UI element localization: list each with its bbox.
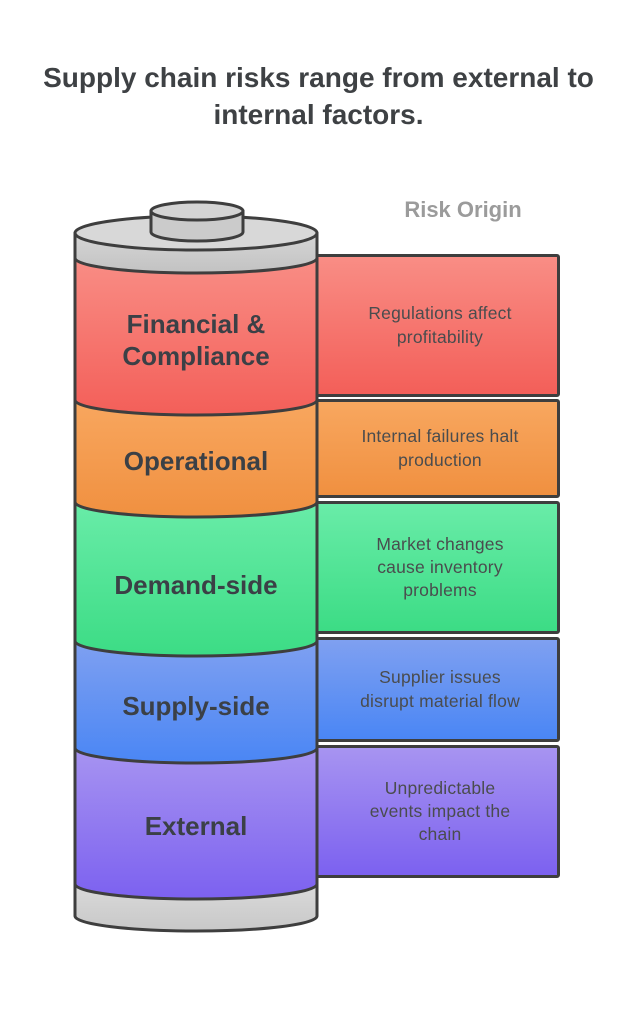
- battery-segment-operational: [73, 398, 319, 519]
- battery-label-financial: Financial & Compliance: [122, 309, 270, 371]
- battery-segment-supply-side: [73, 639, 319, 765]
- origin-box-financial-text: Regulations affect profitability: [368, 303, 512, 347]
- origin-box-financial: Regulations affect profitability: [300, 254, 560, 397]
- risk-origin-header: Risk Origin: [404, 197, 522, 222]
- battery-label-operational: Operational: [123, 446, 269, 477]
- battery-segment-demand-side: [73, 500, 319, 658]
- battery-label-supply: Supply-side: [122, 691, 270, 722]
- origin-box-supply-text: Supplier issues disrupt material flow: [360, 667, 520, 711]
- battery-label-external: External: [144, 811, 248, 842]
- page-title: Supply chain risks range from external t…: [43, 62, 594, 130]
- battery-segment-financial: [73, 256, 319, 417]
- battery-terminal-top: [149, 200, 245, 222]
- origin-box-operational: Internal failures halt production: [300, 399, 560, 498]
- origin-box-demand: Market changes cause inventory problems: [300, 501, 560, 634]
- battery-label-demand: Demand-side: [114, 570, 278, 601]
- origin-box-external: Unpredictable events impact the chain: [300, 745, 560, 878]
- origin-box-demand-text: Market changes cause inventory problems: [376, 533, 504, 601]
- origin-box-external-text: Unpredictable events impact the chain: [369, 777, 511, 845]
- origin-box-operational-text: Internal failures halt production: [361, 426, 519, 470]
- battery-segment-external: [73, 746, 319, 901]
